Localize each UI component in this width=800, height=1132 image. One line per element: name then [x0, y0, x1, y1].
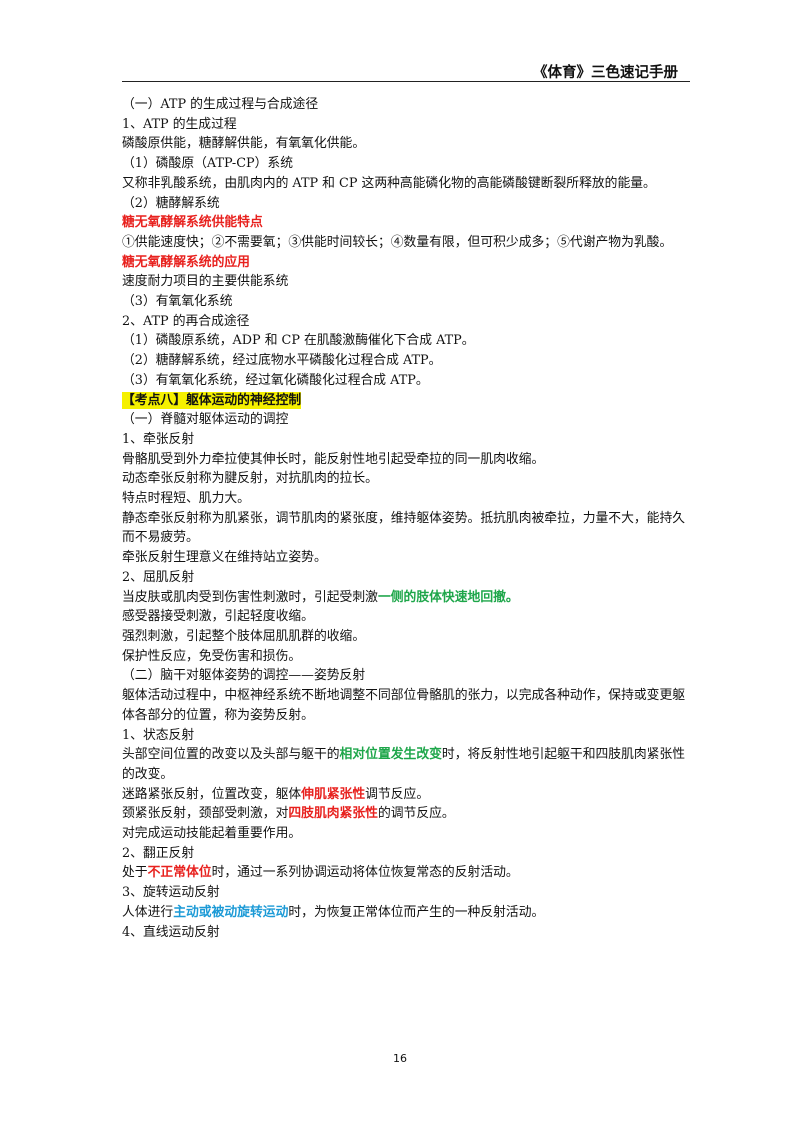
paragraph: 颈紧张反射，颈部受刺激，对四肢肌肉紧张性的调节反应。	[122, 804, 690, 824]
section-heading: （二）脑干对躯体姿势的调控——姿势反射	[122, 668, 366, 684]
subsection-heading: 4、直线运动反射	[122, 924, 220, 940]
red-highlight-heading: 糖无氧酵解系统的应用	[122, 254, 250, 270]
text-run: 调节反应。	[365, 786, 430, 802]
paragraph: （1）磷酸原系统，ADP 和 CP 在肌酸激酶催化下合成 ATP。	[122, 333, 475, 349]
paragraph: 静态牵张反射称为肌紧张，调节肌肉的紧张度，维持躯体姿势。抵抗肌肉被牵拉，力量不大…	[122, 510, 686, 546]
text-run: 颈紧张反射，颈部受刺激，对	[122, 806, 289, 822]
paragraph: ①供能速度快；②不需要氧；③供能时间较长；④数量有限，但可积少成多；⑤代谢产物为…	[122, 234, 673, 250]
paragraph: 当皮肤或肌肉受到伤害性刺激时，引起受刺激一侧的肢体快速地回撤。	[122, 588, 690, 608]
exam-point-badge: 【考点八】躯体运动的神经控制	[122, 391, 302, 409]
paragraph: 人体进行主动或被动旋转运动时，为恢复正常体位而产生的一种反射活动。	[122, 903, 690, 923]
item-heading: （1）磷酸原（ATP-CP）系统	[122, 156, 294, 172]
subsection-heading: 3、旋转运动反射	[122, 885, 220, 901]
green-highlight: 相对位置发生改变	[339, 747, 442, 763]
text-run: 当皮肤或肌肉受到伤害性刺激时，引起受刺激	[122, 589, 378, 605]
header-divider	[122, 81, 690, 82]
document-header-title: 《体育》三色速记手册	[533, 65, 678, 81]
paragraph: 磷酸原供能，糖酵解供能，有氧氧化供能。	[122, 136, 366, 152]
paragraph: 躯体活动过程中，中枢神经系统不断地调整不同部位骨骼肌的张力，以完成各种动作，保持…	[122, 688, 686, 723]
paragraph: （3）有氧氧化系统，经过氧化磷酸化过程合成 ATP。	[122, 372, 429, 388]
text-run: 迷路紧张反射，位置改变，躯体	[122, 786, 302, 802]
red-highlight-heading: 糖无氧酵解系统供能特点	[122, 215, 263, 231]
paragraph: 特点时程短、肌力大。	[122, 491, 250, 507]
red-highlight: 四肢肌肉紧张性	[288, 806, 378, 822]
paragraph: 处于不正常体位时，通过一系列协调运动将体位恢复常态的反射活动。	[122, 863, 690, 883]
text-run: 头部空间位置的改变以及头部与躯干的	[122, 747, 340, 763]
subsection-heading: 1、ATP 的生成过程	[122, 116, 237, 132]
section-heading: （一）脊髓对躯体运动的调控	[122, 412, 289, 428]
paragraph: 对完成运动技能起着重要作用。	[122, 826, 302, 842]
red-highlight: 不正常体位	[147, 865, 212, 881]
paragraph: 速度耐力项目的主要供能系统	[122, 274, 289, 290]
subsection-heading: 1、牵张反射	[122, 431, 195, 447]
paragraph: 骨骼肌受到外力牵拉使其伸长时，能反射性地引起受牵拉的同一肌肉收缩。	[122, 451, 545, 467]
paragraph: 保护性反应，免受伤害和损伤。	[122, 648, 302, 664]
subsection-heading: 1、状态反射	[122, 727, 195, 743]
paragraph: 感受器接受刺激，引起轻度收缩。	[122, 609, 314, 625]
paragraph: 迷路紧张反射，位置改变，躯体伸肌紧张性调节反应。	[122, 785, 690, 805]
document-body: （一）ATP 的生成过程与合成途径 1、ATP 的生成过程 磷酸原供能，糖酵解供…	[122, 95, 690, 942]
subsection-heading: 2、翻正反射	[122, 845, 195, 861]
paragraph: 头部空间位置的改变以及头部与躯干的相对位置发生改变时，将反射性地引起躯干和四肢肌…	[122, 745, 690, 784]
red-highlight: 伸肌紧张性	[301, 786, 366, 802]
paragraph: 强烈刺激，引起整个肢体屈肌肌群的收缩。	[122, 628, 366, 644]
blue-highlight: 主动或被动旋转运动	[173, 904, 289, 920]
subsection-heading: 2、ATP 的再合成途径	[122, 313, 250, 329]
section-heading: （一）ATP 的生成过程与合成途径	[122, 97, 319, 112]
text-run: 的调节反应。	[377, 806, 455, 822]
page-number: 16	[393, 1052, 407, 1065]
text-run: 时，为恢复正常体位而产生的一种反射活动。	[288, 904, 545, 920]
text-run: 时，通过一系列协调运动将体位恢复常态的反射活动。	[211, 865, 519, 881]
paragraph: 牵张反射生理意义在维持站立姿势。	[122, 550, 327, 566]
text-run: 处于	[122, 865, 148, 881]
paragraph: （2）糖酵解系统，经过底物水平磷酸化过程合成 ATP。	[122, 353, 442, 369]
item-heading: （3）有氧氧化系统	[122, 294, 233, 310]
text-run: 人体进行	[122, 904, 174, 920]
green-highlight: 一侧的肢体快速地回撤。	[377, 589, 519, 605]
text-run: 时，将反射性地引起躯干和四肢肌肉紧张性的改变。	[122, 747, 686, 782]
paragraph: 动态牵张反射称为腱反射，对抗肌肉的拉长。	[122, 471, 378, 487]
paragraph: 又称非乳酸系统，由肌肉内的 ATP 和 CP 这两种高能磷化物的高能磷酸键断裂所…	[122, 175, 656, 191]
item-heading: （2）糖酵解系统	[122, 195, 220, 211]
subsection-heading: 2、屈肌反射	[122, 569, 195, 585]
